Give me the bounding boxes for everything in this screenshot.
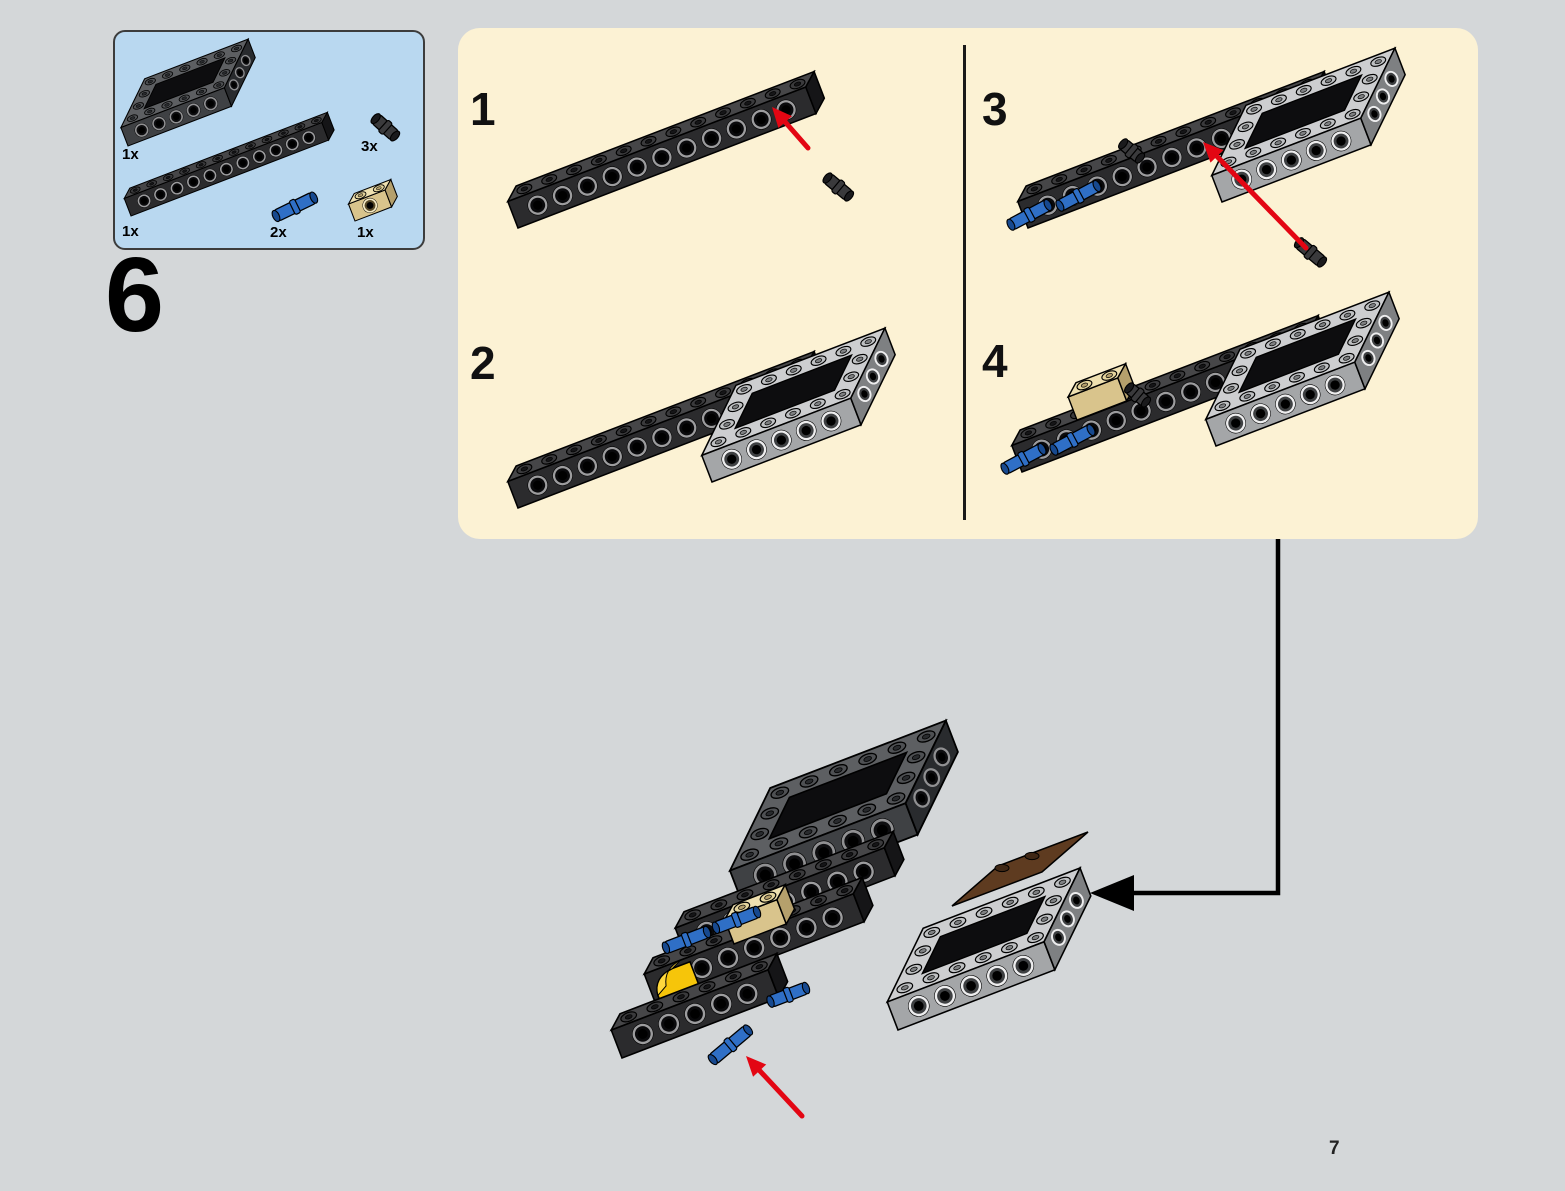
main-assembly-illustration — [609, 718, 1092, 1119]
connector-arrow — [1090, 539, 1281, 911]
part-qty-label: 3x — [361, 138, 378, 155]
steps-panel — [458, 28, 1478, 539]
substep-2-label: 2 — [470, 337, 496, 389]
steps-divider — [963, 45, 966, 520]
page-number: 7 — [1329, 1138, 1340, 1159]
part-qty-label: 1x — [122, 223, 139, 240]
parts-callout-box — [113, 30, 425, 250]
substep-3-label: 3 — [982, 83, 1008, 135]
substep-4-label: 4 — [982, 335, 1008, 387]
part-qty-label: 1x — [357, 224, 374, 241]
substep-1-label: 1 — [470, 83, 496, 135]
part-qty-label: 2x — [270, 224, 287, 241]
part-qty-label: 1x — [122, 146, 139, 163]
step-number: 6 — [105, 236, 164, 354]
